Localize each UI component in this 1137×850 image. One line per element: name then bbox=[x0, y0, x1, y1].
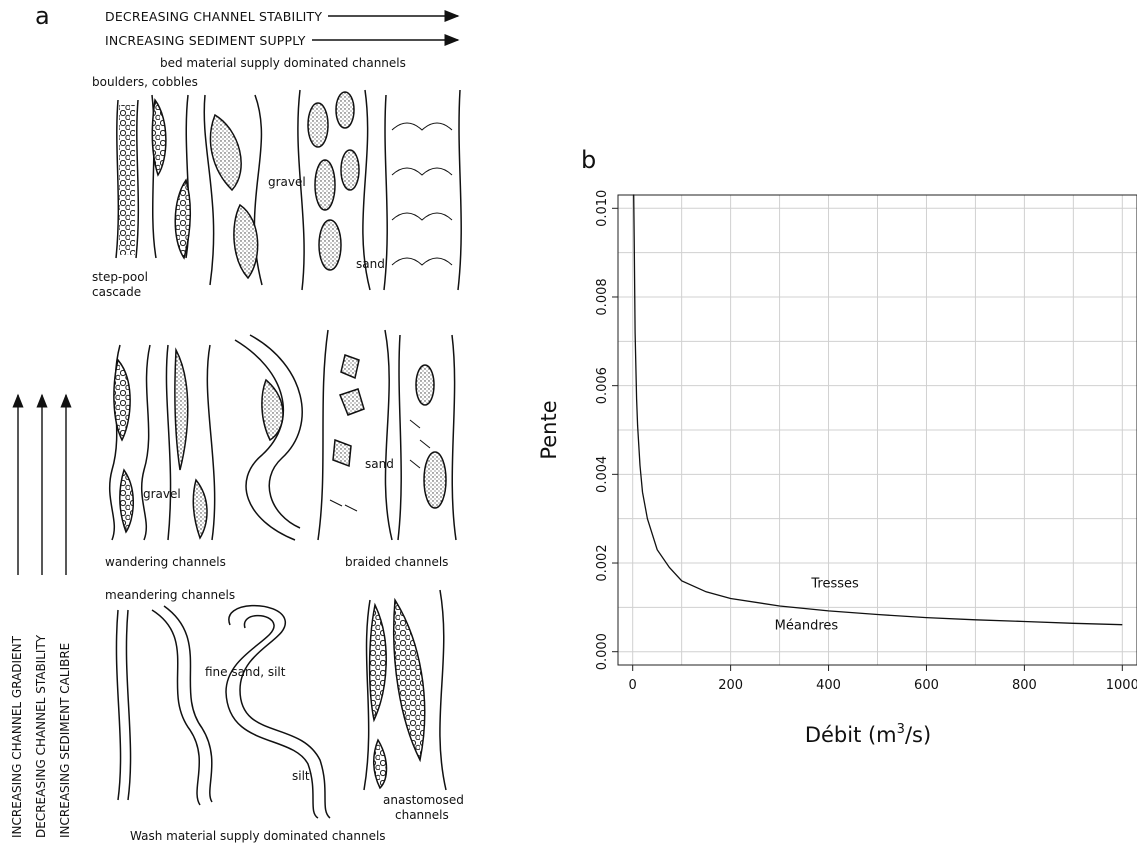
x-tick-label: 1000 bbox=[1106, 678, 1137, 693]
sand-dune-channel bbox=[383, 89, 462, 291]
slope-curve bbox=[632, 194, 1123, 626]
wandering-channel-2 bbox=[165, 344, 216, 541]
label-braided-channels: braided channels bbox=[345, 555, 449, 569]
straight-meandering-channel bbox=[115, 609, 132, 801]
meander-bar-channel bbox=[234, 334, 303, 541]
tortuous-meandering-channel bbox=[225, 604, 331, 819]
cobble-bar-channel bbox=[151, 94, 192, 260]
sinuous-meandering-channel bbox=[151, 605, 213, 806]
x-tick-label: 400 bbox=[816, 678, 841, 693]
wandering-channel-1 bbox=[108, 344, 151, 541]
y-tick-label: 0.000 bbox=[595, 633, 610, 670]
footer-wash-material: Wash material supply dominated channels bbox=[130, 829, 386, 843]
x-tick-label: 0 bbox=[629, 678, 637, 693]
label-gravel-top: gravel bbox=[268, 175, 306, 189]
panel-b-letter: b bbox=[581, 146, 597, 174]
y-tick-label: 0.004 bbox=[595, 456, 610, 493]
label-anastomosed: anastomosed bbox=[383, 793, 464, 807]
panel-a-letter: a bbox=[35, 2, 50, 30]
x-tick-label: 200 bbox=[718, 678, 743, 693]
braided-channel-mid bbox=[317, 329, 393, 541]
label-wandering-channels: wandering channels bbox=[105, 555, 226, 569]
y-tick-label: 0.010 bbox=[595, 190, 610, 227]
x-axis-label: Débit (m3/s) bbox=[805, 722, 931, 747]
y-tick-label: 0.006 bbox=[595, 367, 610, 404]
step-pool-channel bbox=[115, 99, 140, 259]
label-step-pool: step-pool bbox=[92, 270, 148, 284]
sand-braided-channel-top bbox=[297, 89, 371, 291]
label-silt: silt bbox=[292, 769, 310, 783]
arrow-label-increasing-supply: INCREASING SEDIMENT SUPPLY bbox=[105, 33, 306, 48]
x-tick-label: 800 bbox=[1012, 678, 1037, 693]
annotation-meandres: Méandres bbox=[775, 619, 839, 634]
y-tick-label: 0.002 bbox=[595, 544, 610, 581]
braided-channel-right bbox=[397, 334, 457, 541]
y-axis-label: Pente bbox=[537, 400, 561, 459]
anastomosed-channel bbox=[363, 589, 447, 791]
arrow-label-decreasing-stability: DECREASING CHANNEL STABILITY bbox=[105, 9, 323, 24]
annotation-tresses: Tresses bbox=[810, 576, 859, 591]
label-cascade: cascade bbox=[92, 285, 142, 299]
label-fine-sand-silt: fine sand, silt bbox=[205, 665, 286, 679]
label-sand-mid: sand bbox=[365, 457, 394, 471]
x-tick-label: 600 bbox=[914, 678, 939, 693]
panel-a-drawing bbox=[12, 10, 462, 819]
header-bed-material: bed material supply dominated channels bbox=[160, 56, 406, 70]
plot-frame bbox=[617, 194, 1137, 666]
label-anastomosed-channels: channels bbox=[395, 808, 449, 822]
y-tick-label: 0.008 bbox=[595, 278, 610, 315]
label-boulders: boulders, cobbles bbox=[92, 75, 198, 89]
label-meandering-channels: meandering channels bbox=[105, 588, 236, 602]
label-gravel-mid: gravel bbox=[143, 487, 181, 501]
label-sand-top: sand bbox=[356, 257, 385, 271]
gravel-bar-channel bbox=[203, 94, 263, 286]
